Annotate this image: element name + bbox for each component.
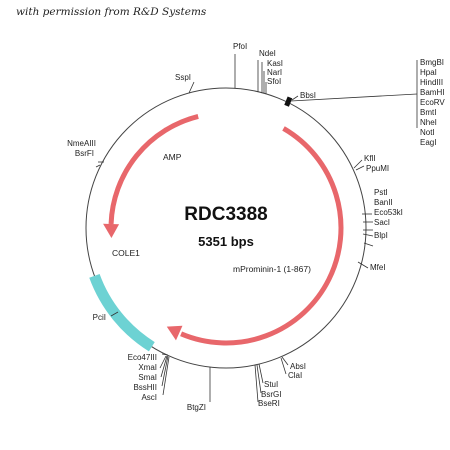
site-nari: NarI [267,68,282,77]
site-mcs-6: NheI [420,118,437,127]
tick-bsrfi [95,164,101,168]
amp-label: AMP [163,152,182,162]
site-kfli: KflI [364,154,376,163]
plasmid-backbone [85,87,367,369]
insert-label: mProminin-1 (1-867) [233,264,311,274]
insert-feature-arrow [180,126,344,346]
site-smai: SmaI [138,373,157,382]
cole1-label: COLE1 [112,248,140,258]
site-absi: AbsI [290,362,306,371]
site-bbsi: BbsI [300,91,316,100]
site-xmai: XmaI [138,363,157,372]
amp-feature-arrow [108,113,199,225]
site-stui: StuI [264,380,278,389]
site-saci: SacI [374,218,390,227]
tick-bsrgi [256,364,262,394]
site-asci: AscI [141,393,157,402]
site-mcs-4: EcoRV [420,98,445,107]
site-psti: PstI [374,188,388,197]
plasmid-name: RDC3388 [184,204,267,225]
mcs-marker [284,96,293,107]
site-mcs-5: BmtI [420,108,436,117]
site-sfoi: SfoI [267,77,281,86]
site-bseri: BseRI [258,399,280,408]
tick-smai [160,355,168,378]
site-mcs-8: EagI [420,138,436,147]
insert-arrowhead [166,325,183,341]
tick-clai [280,357,287,375]
site-mcs-1: HpaI [420,68,437,77]
tick-bseri [254,364,259,403]
site-bsshii: BssHII [133,383,157,392]
tick-blpi [363,242,374,247]
site-btgzi: BtgZI [187,403,206,412]
tick-xmai [159,355,167,369]
tick-bbsi [291,95,299,101]
site-blpi: BlpI [374,231,388,240]
tick-ppumi [355,165,365,171]
site-nmeaiii: NmeAIII [67,139,96,148]
site-mcs-0: BmgBI [420,58,444,67]
plasmid-size: 5351 bps [198,234,254,249]
site-pcii: PciI [93,313,106,322]
tick-kfli [353,159,363,169]
tick-absi [281,356,289,366]
tick-asci [162,356,170,396]
tick-eco47iii [161,353,169,356]
site-banii: BanII [374,198,393,207]
tick-sspi [188,81,195,94]
tick-saci [362,233,374,237]
site-bsrgi: BsrGI [261,390,281,399]
site-mfei: MfeI [370,263,386,272]
site-sspi: SspI [175,73,191,82]
amp-arrowhead [103,223,120,239]
tick-stui [258,363,264,384]
tick-mfei [357,261,369,269]
site-eco47iii: Eco47III [128,353,157,362]
site-mcs-7: NotI [420,128,435,137]
site-eco53ki: Eco53kI [374,208,403,217]
tick-bsshii [161,355,169,387]
site-pfoi: PfoI [233,42,247,51]
site-mcs-2: HindIII [420,78,443,87]
tick-pcii [110,311,119,317]
cole1-feature [89,273,155,352]
permission-note: with permission from R&D Systems [16,6,207,18]
site-kasi: KasI [267,59,283,68]
site-mcs-3: BamHI [420,88,444,97]
site-clai: ClaI [288,371,302,380]
site-ppumi: PpuMI [366,164,389,173]
site-ndei: NdeI [259,49,276,58]
site-bsrfi: BsrFI [75,149,94,158]
tick-mcs-leader [290,93,418,102]
